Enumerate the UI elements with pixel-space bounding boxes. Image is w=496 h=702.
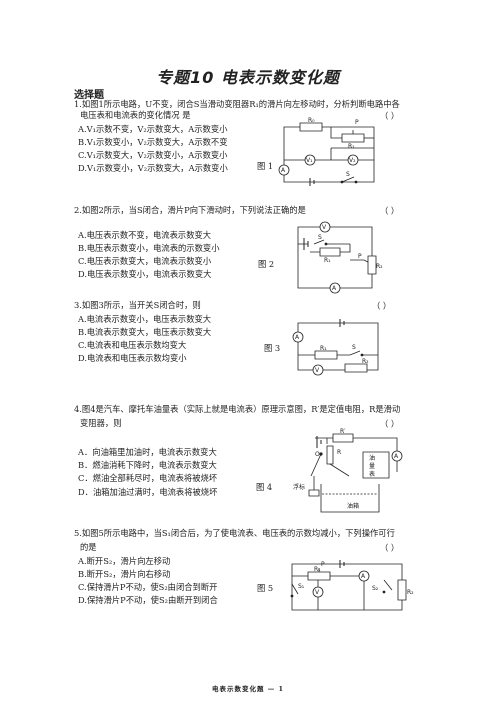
q3-label-a: A <box>295 334 300 341</box>
q2-label-a: A <box>332 285 337 292</box>
q2-label-v: V <box>322 224 327 231</box>
section-heading: 选择题 <box>74 90 104 101</box>
q2-option-c: C.电压表示数变大，电流表示数变小 <box>78 256 212 266</box>
q1-option-d: D.V₁示数变小，V₂示数变大，A示数变小 <box>78 163 228 173</box>
q2-option-b: B.电压表示数变小，电流表的示数变小 <box>78 243 220 253</box>
q1-circuit-diagram: R₀ P R₁ V₁ V₂ A S <box>270 117 390 193</box>
q2-option-a: A.电压表示数不变，电流表示数变大 <box>78 230 212 240</box>
q4-label-gauge-2: 量 <box>369 463 375 470</box>
q5-label-r1: R₁ <box>314 566 321 573</box>
page-title: 专题10 电表示数变化题 <box>156 68 340 87</box>
q3-option-c: C.电流表和电压表示数均变大 <box>78 340 187 350</box>
q1-figure-label: 图 1 <box>257 161 274 171</box>
q4-label-gauge-3: 表 <box>369 470 375 478</box>
q3-option-b: B.电流表示数变大，电压表示数变大 <box>78 327 212 337</box>
q1-answer-paren: （ ） <box>380 111 400 121</box>
q5-answer-paren: （ ） <box>380 543 400 553</box>
q5-label-s1: S₁ <box>298 583 305 590</box>
q5-option-c: C.保持滑片P不动，使S₂由闭合到断开 <box>78 582 218 592</box>
q4-option-b: B．燃油消耗下降时，电流表示数变大 <box>78 460 217 470</box>
q1-label-v1: V₁ <box>306 157 313 164</box>
q5-figure-label: 图 5 <box>257 583 274 593</box>
q1-option-c: C.V₁示数变大，V₂示数变小，A示数变小 <box>78 150 228 160</box>
q3-stem: 3.如图3所示，当开关S闭合时，则 <box>74 300 201 310</box>
q4-option-d: D．油箱加油过满时，电流表将被烧坏 <box>78 487 218 497</box>
q1-label-p: P <box>355 119 359 126</box>
q5-label-s2: S₂ <box>372 585 379 592</box>
q5-label-p: P <box>321 561 325 568</box>
q4-label-tank: 油箱 <box>347 502 359 510</box>
q3-figure-label: 图 3 <box>264 343 281 353</box>
q2-label-s: S <box>318 234 322 241</box>
q4-stem-line2: 变阻器，则 <box>80 418 122 428</box>
q5-option-b: B.断开S₂，滑片向右移动 <box>78 569 171 579</box>
q5-stem-line1: 5.如图5所示电路中，当S₁闭合后，为了使电流表、电压表的示数均减小，下列操作可… <box>74 528 395 538</box>
q4-label-o: O <box>315 451 320 458</box>
q3-label-r1: R₁ <box>320 345 327 352</box>
q5-circuit-diagram: R₁ P A S₁ V S₂ R₂ <box>280 552 414 612</box>
q4-label-r: R <box>337 449 341 456</box>
q2-figure-label: 图 2 <box>258 259 275 269</box>
q4-figure-label: 图 4 <box>256 482 273 492</box>
q1-label-r1: R₁ <box>348 143 355 150</box>
q5-label-a: A <box>361 573 366 580</box>
q1-stem-line2: 电压表和电流表的变化情况 是 <box>80 110 191 120</box>
q2-circuit-diagram: V S R₁ P R₂ A <box>290 220 383 295</box>
q1-stem-line1: 1.如图1所示电路，U不变，闭合S当滑动变阻器R₁的滑片向左移动时，分析判断电路… <box>74 99 400 109</box>
q4-circuit-diagram: R′ O R 油 量 表 A 浮标 油箱 <box>293 428 410 514</box>
q1-label-s: S <box>346 171 350 178</box>
q2-answer-paren: （ ） <box>380 206 400 216</box>
q1-label-r0: R₀ <box>308 117 315 124</box>
q4-answer-paren: （ ） <box>380 419 400 429</box>
q3-label-s: S <box>352 344 356 351</box>
q3-option-d: D.电流表和电压表示数均变小 <box>78 353 187 363</box>
q4-label-float: 浮标 <box>293 483 305 491</box>
q1-label-a: A <box>281 167 286 174</box>
q3-label-v: V <box>315 367 320 374</box>
q1-label-v2: V₂ <box>349 157 356 164</box>
q2-label-p: P <box>358 253 362 260</box>
q4-label-a: A <box>394 453 399 460</box>
q5-stem-line2: 的是 <box>80 542 97 552</box>
q4-label-rprime: R′ <box>340 428 346 435</box>
q5-option-a: A.断开S₂，滑片向左移动 <box>78 556 171 566</box>
q3-label-r2: R₂ <box>362 358 369 365</box>
page-footer: 电表示数变化题 — 1 <box>211 685 285 693</box>
q2-label-r2: R₂ <box>376 263 383 270</box>
q2-label-r1: R₁ <box>324 257 331 264</box>
q1-option-b: B.V₁示数变小，V₂示数变大，A示数不变 <box>78 137 228 147</box>
q3-answer-paren: （ ） <box>372 301 392 311</box>
q3-circuit-diagram: A S R₁ R₂ V <box>290 315 390 375</box>
q2-option-d: D.电压表示数变小，电流表示数变大 <box>78 269 212 279</box>
q5-label-r2: R₂ <box>407 589 414 596</box>
q2-stem: 2.如图2所示，当S闭合，滑片P向下滑动时，下列说法正确的是 <box>74 205 306 215</box>
q1-option-a: A.V₁示数不变，V₂示数变大，A示数变小 <box>78 124 228 134</box>
q4-label-gauge-1: 油 <box>369 454 375 462</box>
q4-option-a: A．向油箱里加油时，电流表示数变大 <box>78 447 217 457</box>
q5-option-d: D.保持滑片P不动，使S₂由断开到闭合 <box>78 595 218 605</box>
q5-label-v: V <box>315 589 320 596</box>
q3-option-a: A.电流表示数变小，电压表示数变大 <box>78 314 212 324</box>
q4-option-c: C．燃油全部耗尽时，电流表将被烧坏 <box>78 473 218 483</box>
q4-stem-line1: 4.图4是汽车、摩托车油量表（实际上就是电流表）原理示意图，R′是定值电阻，R是… <box>74 404 401 414</box>
